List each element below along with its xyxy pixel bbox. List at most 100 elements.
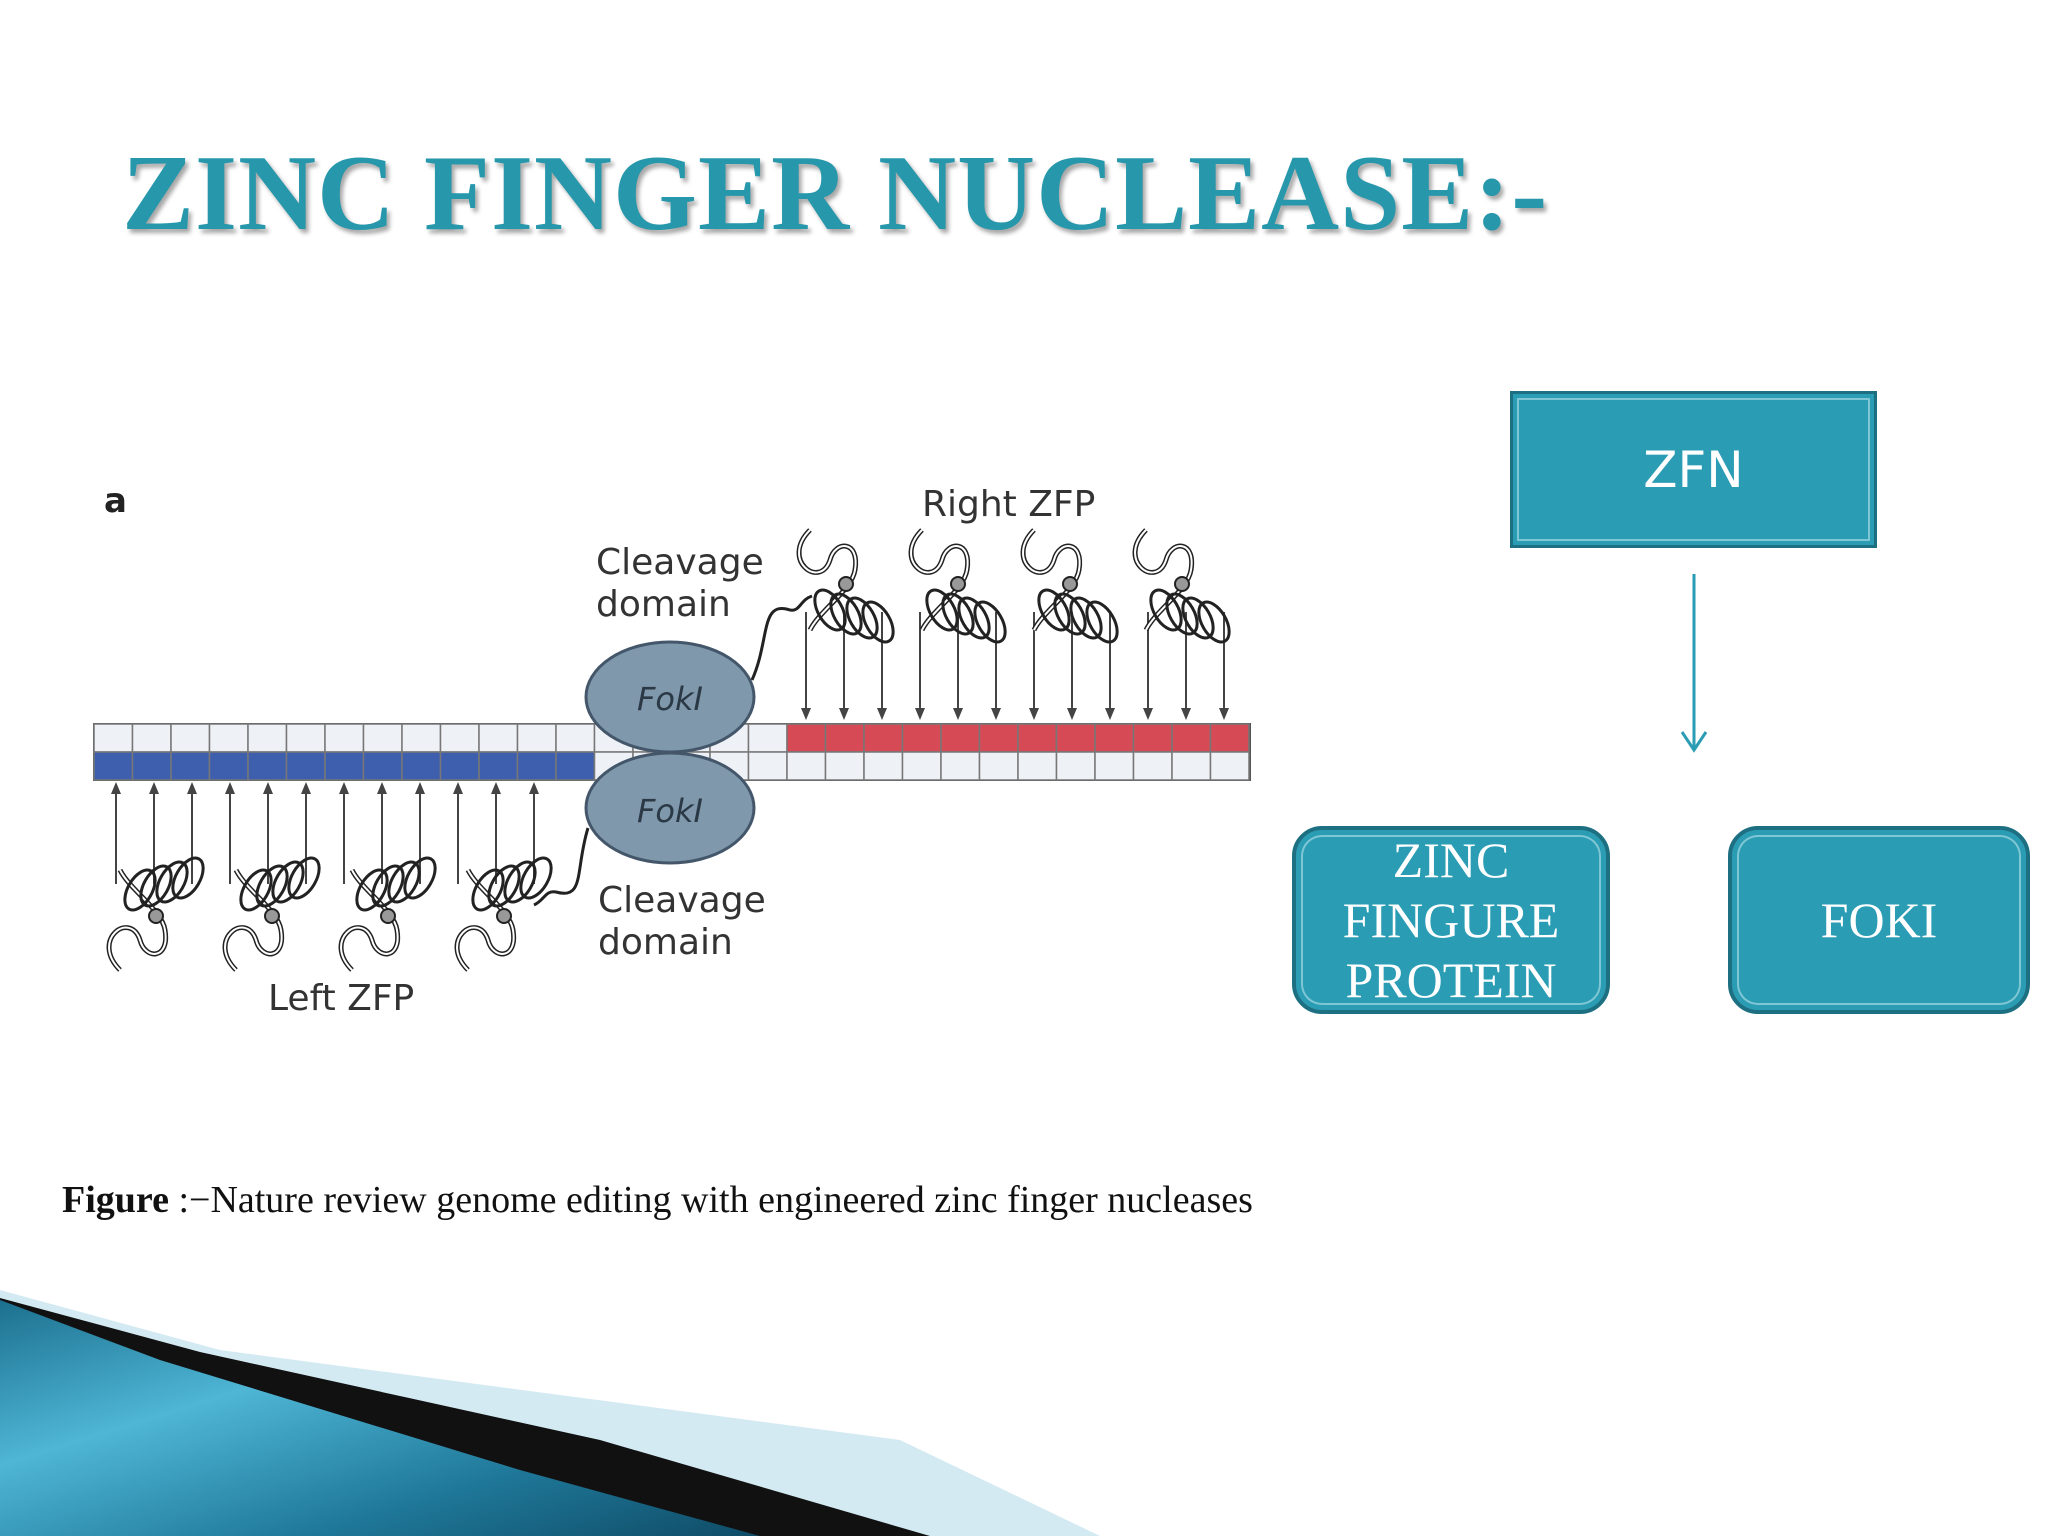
dna-cell-bottom — [208, 751, 249, 781]
dna-cell-top — [362, 723, 403, 753]
dna-cell-bottom — [824, 751, 865, 781]
zinc-finger-motif — [338, 856, 437, 972]
dna-cell-top — [516, 723, 557, 753]
zfp-label-line3: PROTEIN — [1345, 952, 1557, 1008]
dna-cell-top — [1017, 723, 1058, 753]
dna-cell-top — [131, 723, 172, 753]
dna-cell-bottom — [1055, 751, 1096, 781]
zinc-finger-protein-box: ZINC FINGURE PROTEIN — [1292, 826, 1610, 1014]
binding-arrows — [111, 612, 1229, 884]
dna-cell-bottom — [978, 751, 1019, 781]
dna-cell-top — [93, 723, 134, 753]
arrowhead-right-zfp — [839, 708, 849, 720]
dna-cell-bottom — [1171, 751, 1212, 781]
foki-box: FOKI — [1728, 826, 2030, 1014]
dna-cell-top — [747, 723, 788, 753]
zinc-finger-motif — [908, 528, 1007, 644]
left-linker — [533, 827, 590, 907]
zfn-label: ZFN — [1643, 440, 1744, 499]
dna-cell-bottom — [324, 751, 365, 781]
arrowhead-left-zfp — [415, 782, 425, 794]
caption-text: :−Nature review genome editing with engi… — [168, 1179, 1253, 1221]
zfp-label-line2: FINGURE — [1342, 892, 1560, 948]
zfn-box: ZFN — [1510, 391, 1877, 548]
arrowhead-left-zfp — [301, 782, 311, 794]
dna-cell-bottom — [555, 751, 596, 781]
dna-cell-bottom — [786, 751, 827, 781]
zinc-finger-motif — [454, 856, 553, 972]
zinc-finger-motif — [106, 856, 205, 972]
dna-cell-top — [1055, 723, 1096, 753]
cleavage-top-line2: domain — [596, 584, 731, 625]
flow-arrow-head — [1680, 731, 1708, 753]
zinc-finger-motif — [1132, 528, 1231, 644]
dna-cell-bottom — [1132, 751, 1173, 781]
dna-cell-top — [1094, 723, 1135, 753]
dna-cell-bottom — [401, 751, 442, 781]
dna-cell-bottom — [1017, 751, 1058, 781]
dna-cell-top — [478, 723, 519, 753]
dna-cell-bottom — [863, 751, 904, 781]
dna-cell-top — [901, 723, 942, 753]
dna-cell-bottom — [940, 751, 981, 781]
arrowhead-left-zfp — [149, 782, 159, 794]
arrowhead-right-zfp — [801, 708, 811, 720]
dna-cell-top — [1132, 723, 1173, 753]
dna-cell-top — [1171, 723, 1212, 753]
arrowhead-left-zfp — [111, 782, 121, 794]
zinc-finger-motifs — [106, 528, 1231, 972]
arrowhead-right-zfp — [915, 708, 925, 720]
arrowhead-right-zfp — [1143, 708, 1153, 720]
cleavage-bottom-line2: domain — [598, 922, 733, 963]
dna-cell-bottom — [478, 751, 519, 781]
foki-bottom-domain — [584, 751, 756, 865]
slide-title: ZINC FINGER NUCLEASE:- — [122, 134, 1549, 253]
arrowhead-left-zfp — [263, 782, 273, 794]
dna-cell-top — [247, 723, 288, 753]
dna-cell-bottom — [901, 751, 942, 781]
arrowhead-right-zfp — [1219, 708, 1229, 720]
foki-bottom-label: FokI — [637, 792, 703, 830]
dna-cell-top — [439, 723, 480, 753]
dna-cell-bottom — [516, 751, 557, 781]
right-zfp-label: Right ZFP — [922, 484, 1095, 525]
dna-cell-top — [401, 723, 442, 753]
dna-cell-top — [324, 723, 365, 753]
dna-cell-bottom — [247, 751, 288, 781]
arrowhead-right-zfp — [991, 708, 1001, 720]
panel-label: a — [104, 481, 127, 521]
dna-cell-top — [940, 723, 981, 753]
dna-cell-bottom — [1094, 751, 1135, 781]
arrowhead-left-zfp — [453, 782, 463, 794]
zinc-finger-motif — [1020, 528, 1119, 644]
dna-cell-top — [824, 723, 865, 753]
footer-swoosh-blue — [0, 1300, 760, 1536]
zinc-finger-motif — [796, 528, 895, 644]
right-linker — [750, 594, 813, 681]
foki-label: FOKI — [1820, 892, 1938, 948]
arrowhead-right-zfp — [1067, 708, 1077, 720]
dna-cell-top — [1209, 723, 1250, 753]
dna-cell-bottom — [93, 751, 134, 781]
dna-cell-bottom — [285, 751, 326, 781]
dna-cell-top — [786, 723, 827, 753]
dna-cell-top — [208, 723, 249, 753]
arrowhead-right-zfp — [1029, 708, 1039, 720]
arrowhead-left-zfp — [529, 782, 539, 794]
arrowhead-right-zfp — [1105, 708, 1115, 720]
dna-cell-bottom — [747, 751, 788, 781]
arrowhead-right-zfp — [953, 708, 963, 720]
dna-cell-top — [978, 723, 1019, 753]
arrowhead-right-zfp — [1181, 708, 1191, 720]
arrowhead-left-zfp — [491, 782, 501, 794]
dna-cell-top — [555, 723, 596, 753]
cleavage-top-line1: Cleavage — [596, 542, 764, 583]
arrowhead-left-zfp — [339, 782, 349, 794]
zfp-label-line1: ZINC — [1392, 832, 1510, 888]
dna-cell-bottom — [170, 751, 211, 781]
cleavage-bottom-line1: Cleavage — [598, 880, 766, 921]
dna-cell-bottom — [439, 751, 480, 781]
dna-cell-bottom — [1209, 751, 1250, 781]
